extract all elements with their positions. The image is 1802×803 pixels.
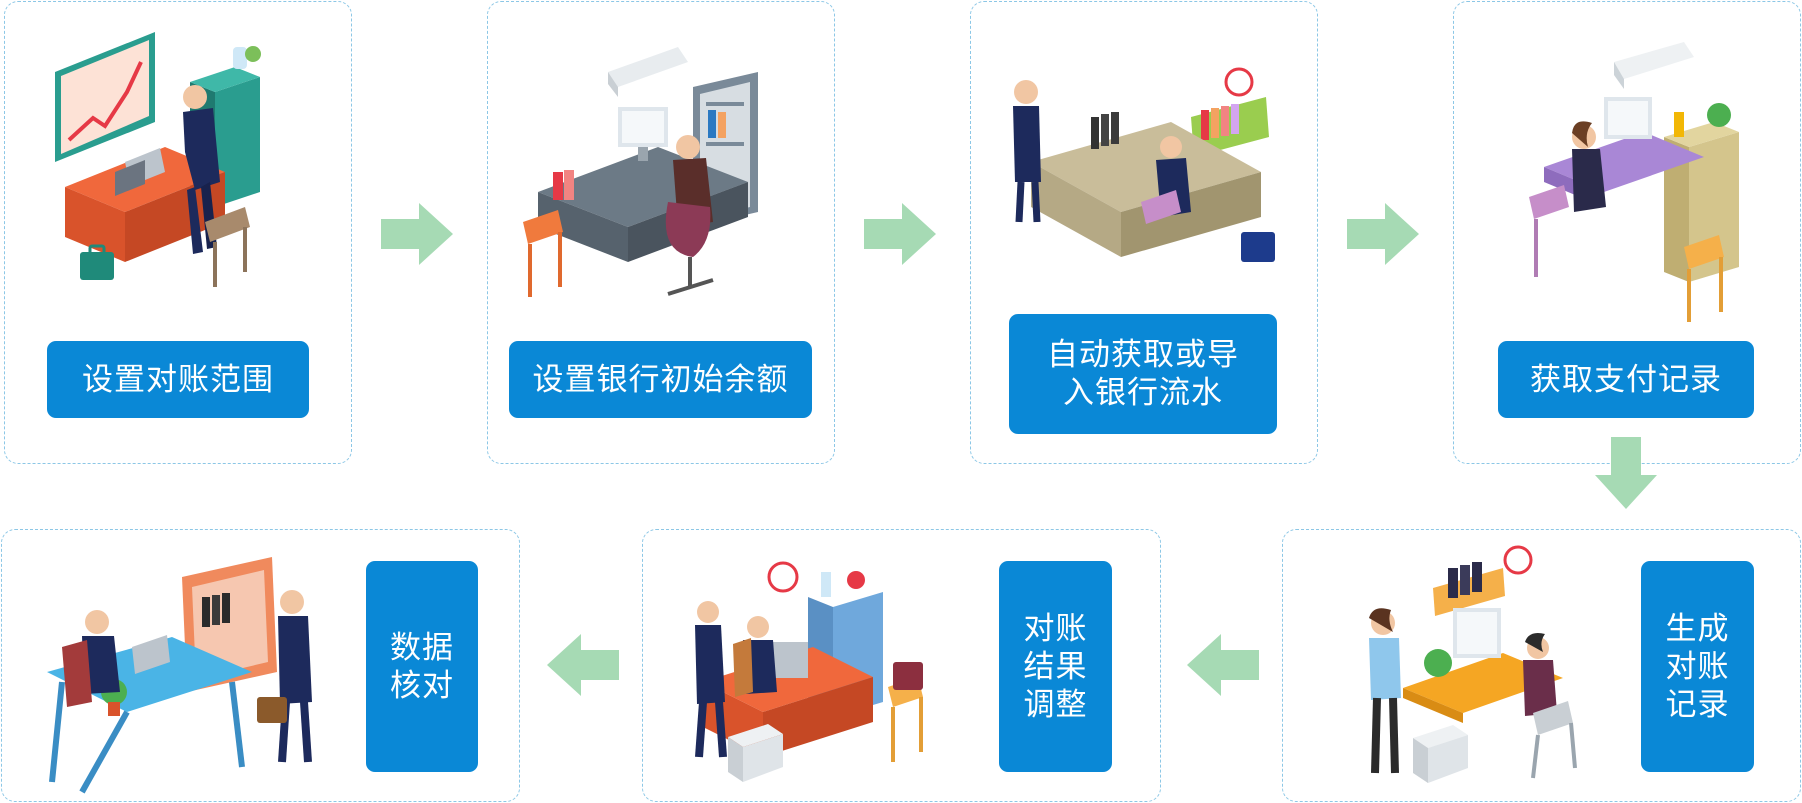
clerk-at-computer-desk-icon (523, 47, 758, 297)
office-team-desk-icon (1013, 67, 1275, 262)
woman-at-computer-icon (1529, 42, 1739, 322)
handshake-at-desk-icon (47, 557, 312, 794)
flow-arrow-icon (864, 203, 936, 265)
flow-arrow-icon (1187, 634, 1259, 696)
step-label-1: 设置对账范围 (47, 341, 309, 418)
flow-arrow-icon (547, 634, 619, 696)
step-card-1: 设置对账范围 (4, 1, 352, 464)
colleagues-at-computer-icon (1369, 545, 1577, 783)
flow-arrow-icon (1595, 437, 1657, 509)
step-card-6: 对账 结果 调整 (642, 529, 1161, 802)
step-card-5: 生成 对账 记录 (1282, 529, 1801, 802)
step-card-7: 数据 核对 (1, 529, 520, 802)
step-label-6: 对账 结果 调整 (999, 561, 1112, 772)
step-card-2: 设置银行初始余额 (487, 1, 835, 464)
step-label-2: 设置银行初始余额 (509, 341, 812, 418)
step-label-5: 生成 对账 记录 (1641, 561, 1754, 772)
meeting-at-desk-icon (695, 561, 923, 782)
step-card-3: 自动获取或导 入银行流水 (970, 1, 1318, 464)
step-label-7: 数据 核对 (366, 561, 478, 772)
step-card-4: 获取支付记录 (1453, 1, 1801, 464)
flow-arrow-icon (1347, 203, 1419, 265)
flow-arrow-icon (381, 203, 453, 265)
step-label-4: 获取支付记录 (1498, 341, 1754, 418)
step-label-3: 自动获取或导 入银行流水 (1009, 314, 1277, 434)
manager-at-desk-with-chart-icon (55, 32, 261, 287)
